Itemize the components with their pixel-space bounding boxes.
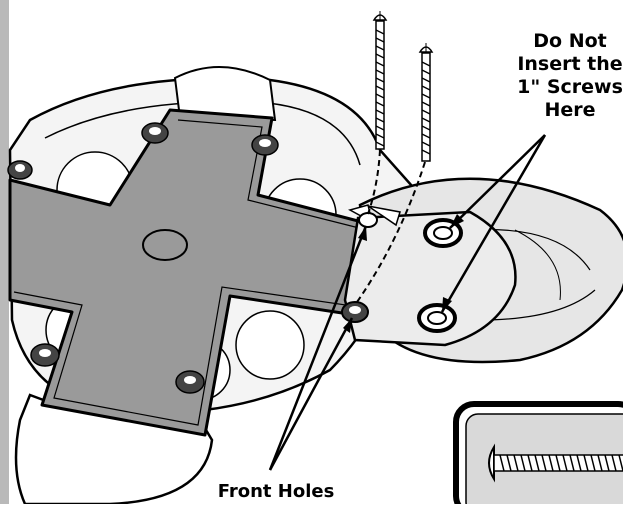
callout-arrows-do-not-insert [440, 134, 547, 313]
callout-line: 1" Screws [517, 76, 623, 98]
do-not-insert-callout: Do Not Insert the 1" Screws Here [495, 30, 623, 122]
well-circle [235, 310, 305, 380]
boss-bottom-right [175, 370, 205, 394]
callout-arrows-front-holes [268, 225, 368, 471]
screw-inset-box [453, 401, 623, 508]
front-holes-callout: Front Holes [217, 481, 335, 502]
boss-bottom-left [30, 343, 60, 367]
left-margin-strip [0, 0, 9, 504]
inset-screw [488, 443, 623, 483]
callout-line: Insert the [517, 53, 623, 75]
screw-left [372, 11, 388, 150]
callout-line: Here [544, 99, 596, 121]
plate-hole-lower [417, 303, 457, 333]
screw-right [418, 43, 434, 162]
screw-bosses [7, 122, 279, 394]
boss-top-left [141, 122, 169, 144]
callout-line: Do Not [533, 30, 607, 52]
front-hole-upper [358, 212, 378, 228]
boss-top-right [251, 134, 279, 156]
housing-upper-lobe [173, 66, 277, 122]
front-hole-lower [341, 301, 369, 323]
tray-center-hole [142, 229, 188, 261]
boss-left [7, 160, 33, 180]
insertion-guide-left [367, 149, 381, 215]
mounting-plate [343, 204, 517, 347]
cross-tray [8, 108, 387, 437]
